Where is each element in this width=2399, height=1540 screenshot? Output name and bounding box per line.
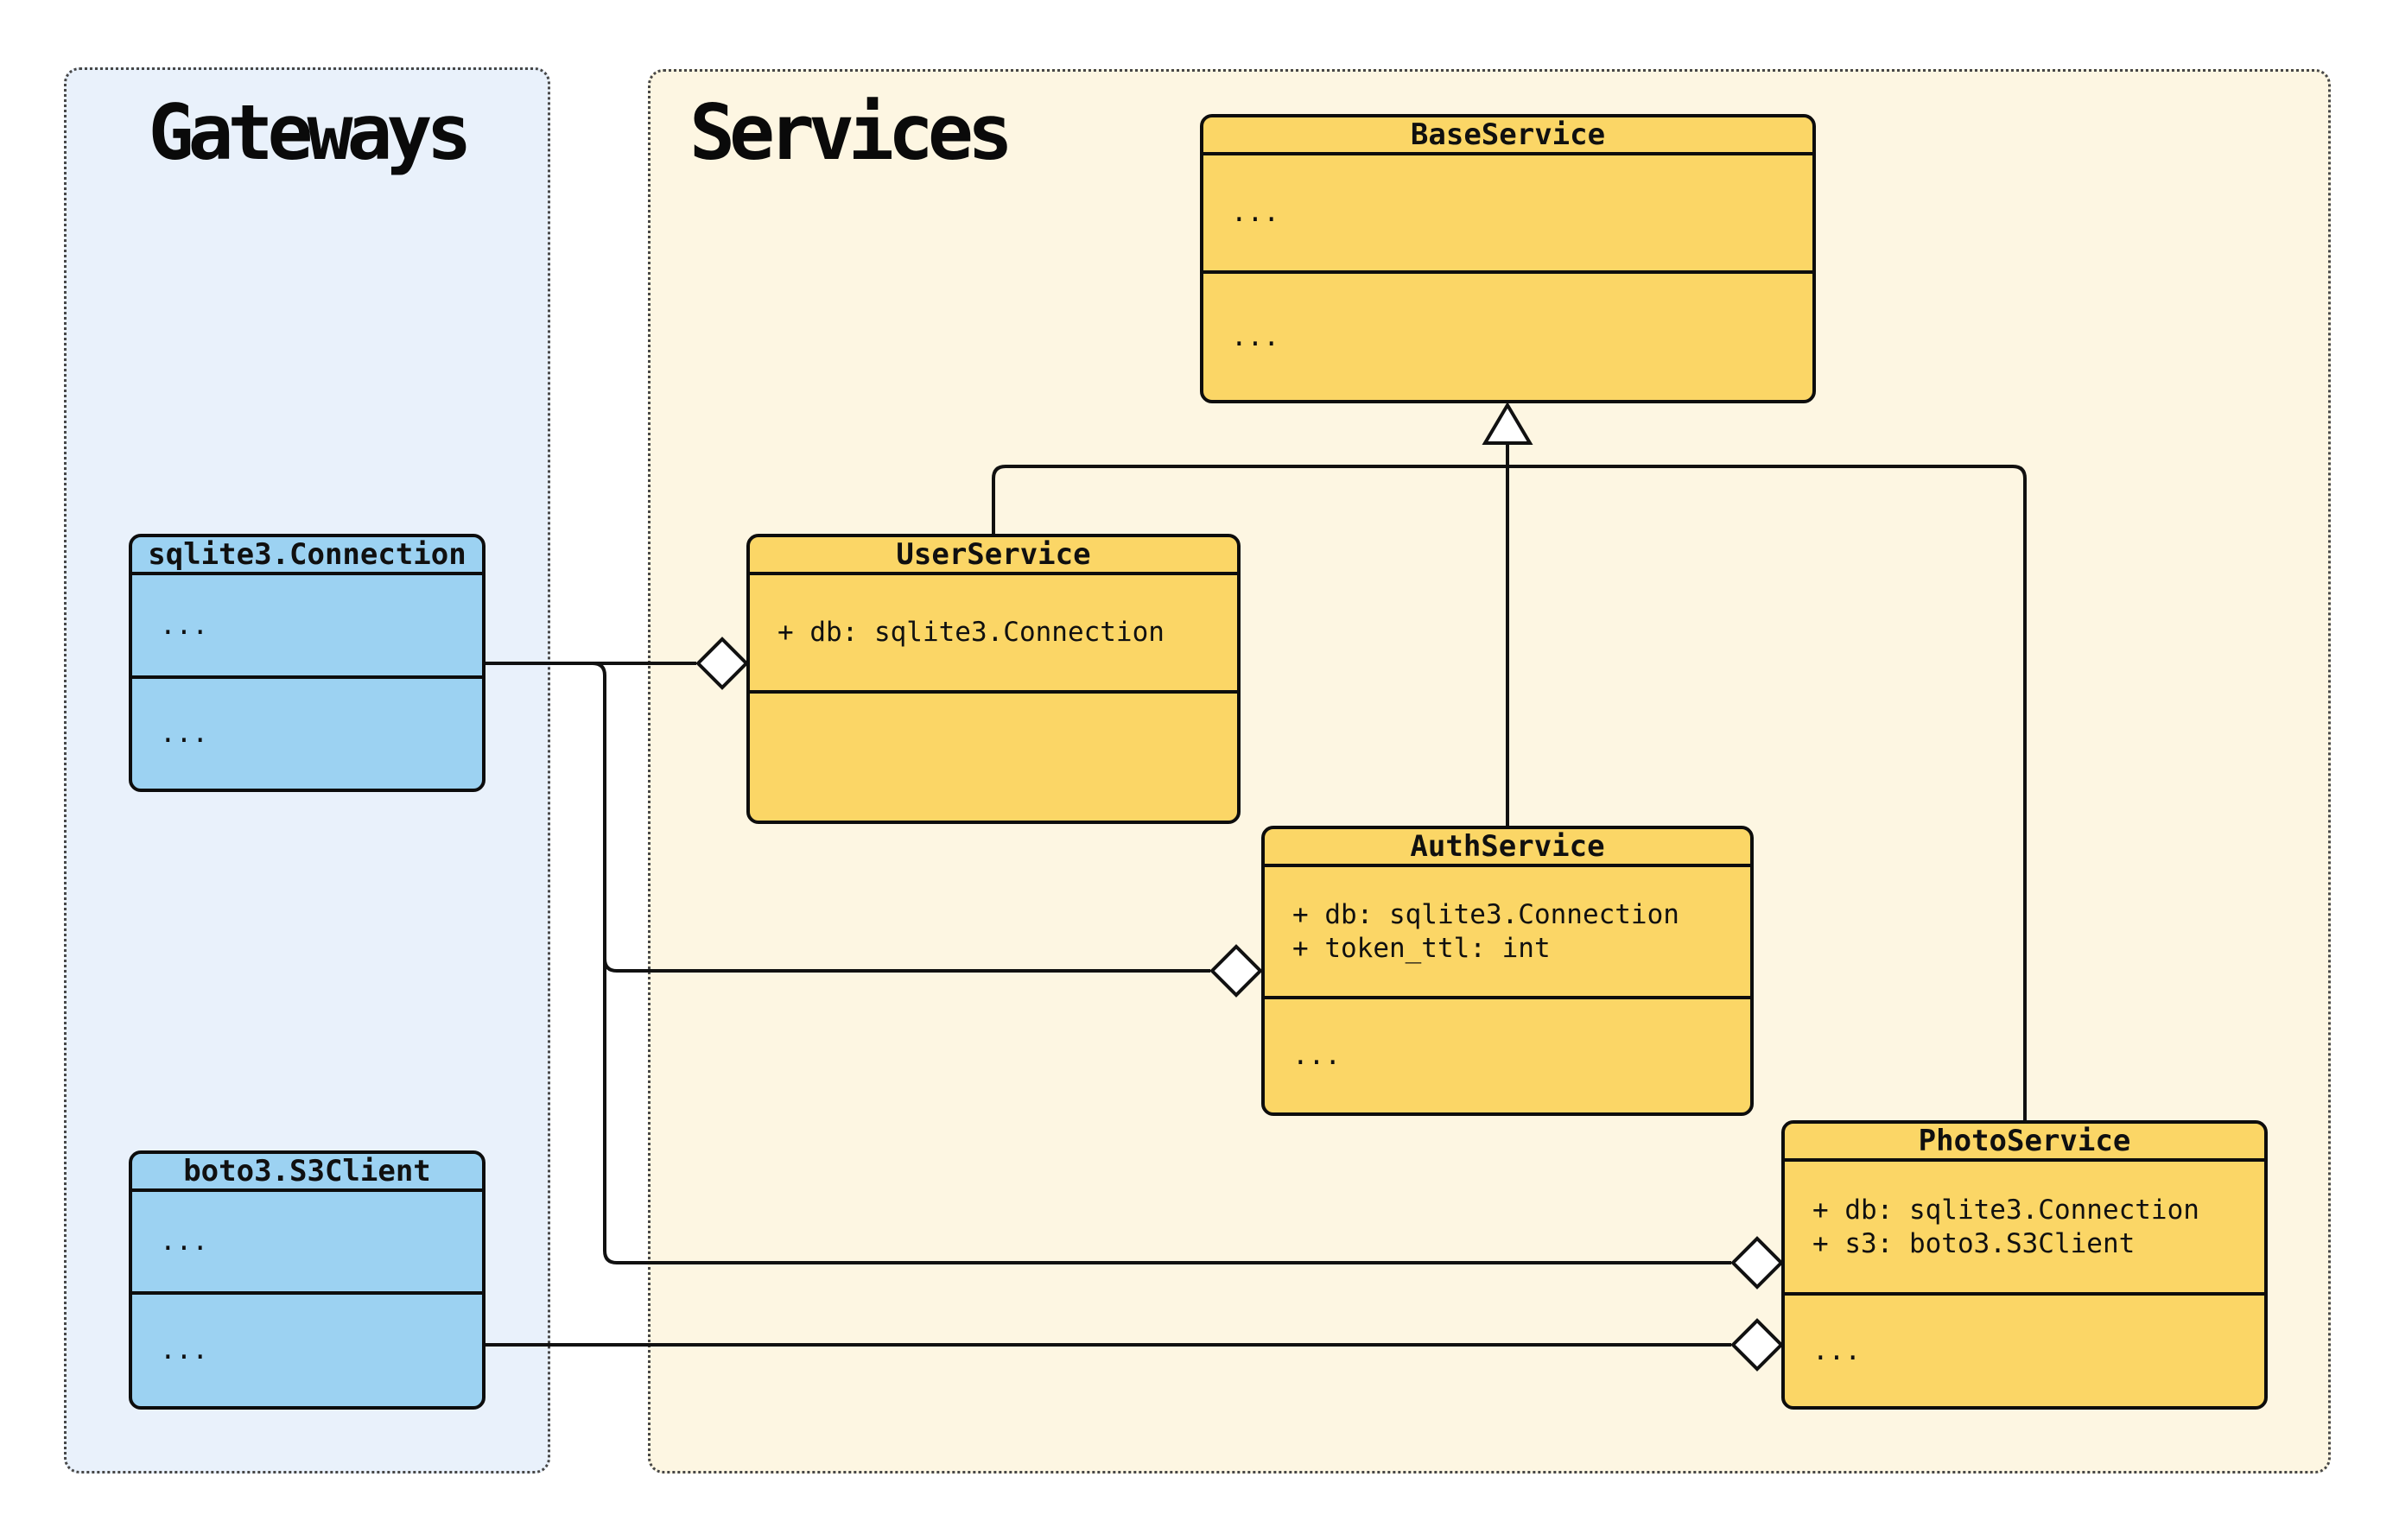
class-box-photoservice: PhotoService + db: sqlite3.Connection + … <box>1781 1120 2268 1410</box>
methods-compartment <box>750 694 1237 821</box>
methods-compartment: ... <box>132 679 482 789</box>
attribute-line: ... <box>160 1226 208 1257</box>
services-group-title: Services <box>689 88 1013 177</box>
attribute-line: ... <box>1231 197 1279 228</box>
attributes-compartment: + db: sqlite3.Connection <box>750 575 1237 694</box>
class-name-userservice: UserService <box>750 537 1237 575</box>
attributes-compartment: + db: sqlite3.Connection + token_ttl: in… <box>1265 867 1750 999</box>
class-box-userservice: UserService + db: sqlite3.Connection <box>746 534 1241 824</box>
class-name-boto3-s3client: boto3.S3Client <box>132 1154 482 1192</box>
class-name-baseservice: BaseService <box>1203 117 1812 155</box>
method-line: ... <box>160 718 208 749</box>
class-box-sqlite3-connection: sqlite3.Connection ... ... <box>129 534 486 792</box>
methods-compartment: ... <box>1265 999 1750 1112</box>
methods-compartment: ... <box>132 1295 482 1406</box>
attribute-line: + db: sqlite3.Connection <box>1812 1194 2199 1226</box>
methods-compartment: ... <box>1203 274 1812 400</box>
class-name-sqlite3-connection: sqlite3.Connection <box>132 537 482 575</box>
gateways-group-title: Gateways <box>148 88 473 177</box>
attribute-line: + db: sqlite3.Connection <box>777 617 1165 648</box>
attribute-line: ... <box>160 609 208 641</box>
attribute-line: + db: sqlite3.Connection <box>1292 898 1679 930</box>
attributes-compartment: ... <box>132 575 482 679</box>
attributes-compartment: + db: sqlite3.Connection + s3: boto3.S3C… <box>1785 1162 2264 1296</box>
attributes-compartment: ... <box>132 1192 482 1295</box>
attributes-compartment: ... <box>1203 155 1812 274</box>
attribute-line: + token_ttl: int <box>1292 932 1551 964</box>
class-box-authservice: AuthService + db: sqlite3.Connection + t… <box>1261 826 1754 1116</box>
attribute-line: + s3: boto3.S3Client <box>1812 1227 2136 1259</box>
method-line: ... <box>160 1334 208 1366</box>
methods-compartment: ... <box>1785 1296 2264 1406</box>
class-box-baseservice: BaseService ... ... <box>1200 114 1816 403</box>
class-name-photoservice: PhotoService <box>1785 1124 2264 1162</box>
method-line: ... <box>1812 1334 1861 1366</box>
method-line: ... <box>1231 320 1279 352</box>
class-box-boto3-s3client: boto3.S3Client ... ... <box>129 1150 486 1410</box>
class-name-authservice: AuthService <box>1265 829 1750 867</box>
method-line: ... <box>1292 1040 1341 1071</box>
